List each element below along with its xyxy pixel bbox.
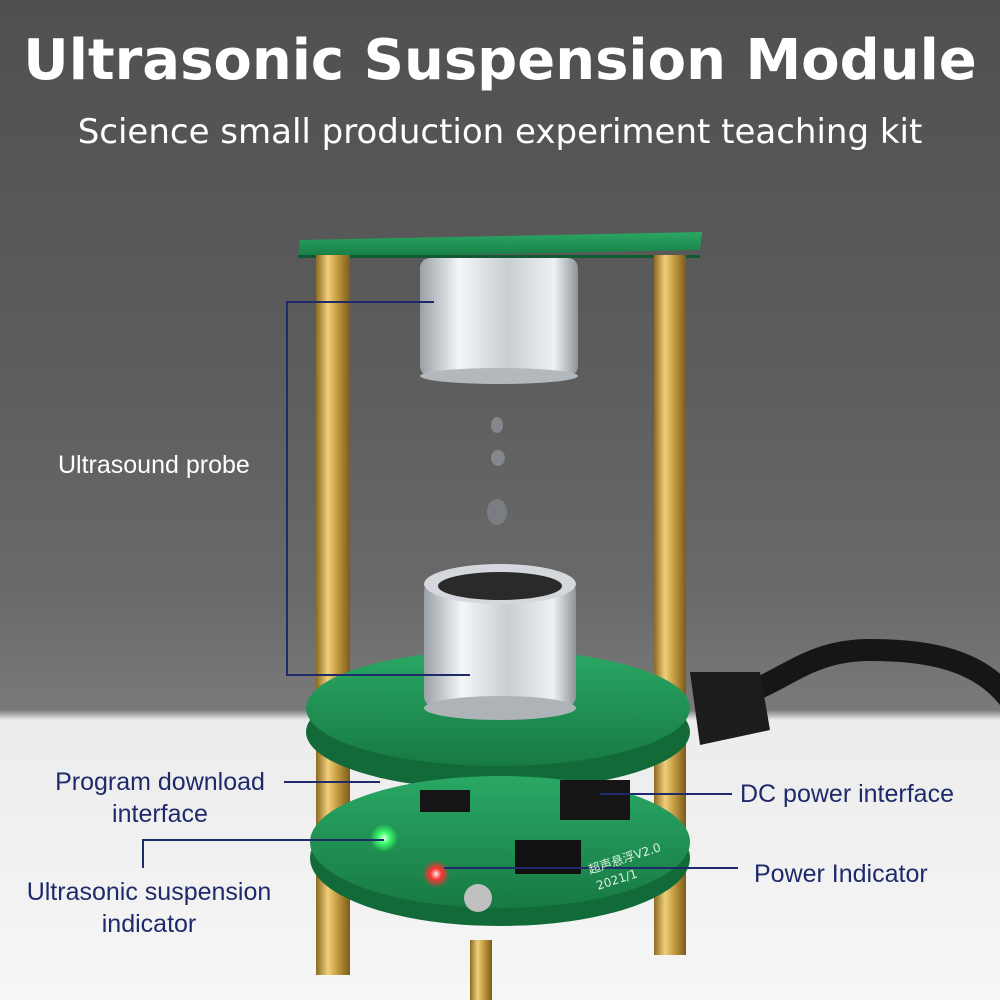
program-header [420,790,470,812]
screw [464,884,492,912]
leg [470,940,492,1000]
water-droplet [487,499,507,525]
label-program-download: Program download interface [30,766,290,830]
label-program-download-line2: interface [112,800,208,828]
dc-plug [690,672,770,745]
water-droplet [491,417,503,433]
dc-cable [717,638,1000,711]
label-program-download-line1: Program download [55,768,265,796]
label-suspension-indicator-line2: indicator [101,910,197,938]
label-power-indicator: Power Indicator [754,860,928,888]
water-droplet [491,450,505,466]
lower-pcb [310,776,690,908]
top-transducer [420,258,578,376]
label-suspension-indicator-line1: Ultrasonic suspension [26,878,272,906]
page-title: Ultrasonic Suspension Module [23,28,977,93]
leader-lines [142,301,738,869]
label-ultrasound-probe: Ultrasound probe [58,451,250,479]
power-led [422,860,450,888]
label-suspension-indicator: Ultrasonic suspension indicator [4,876,294,940]
page-subtitle: Science small production experiment teac… [77,112,923,152]
top-pcb [298,232,702,258]
leader-ultrasound-probe [286,301,470,676]
leader-suspension-indicator [142,839,384,868]
dc-jack [560,780,630,820]
suspension-led [370,824,398,852]
label-dc-power: DC power interface [740,780,954,808]
